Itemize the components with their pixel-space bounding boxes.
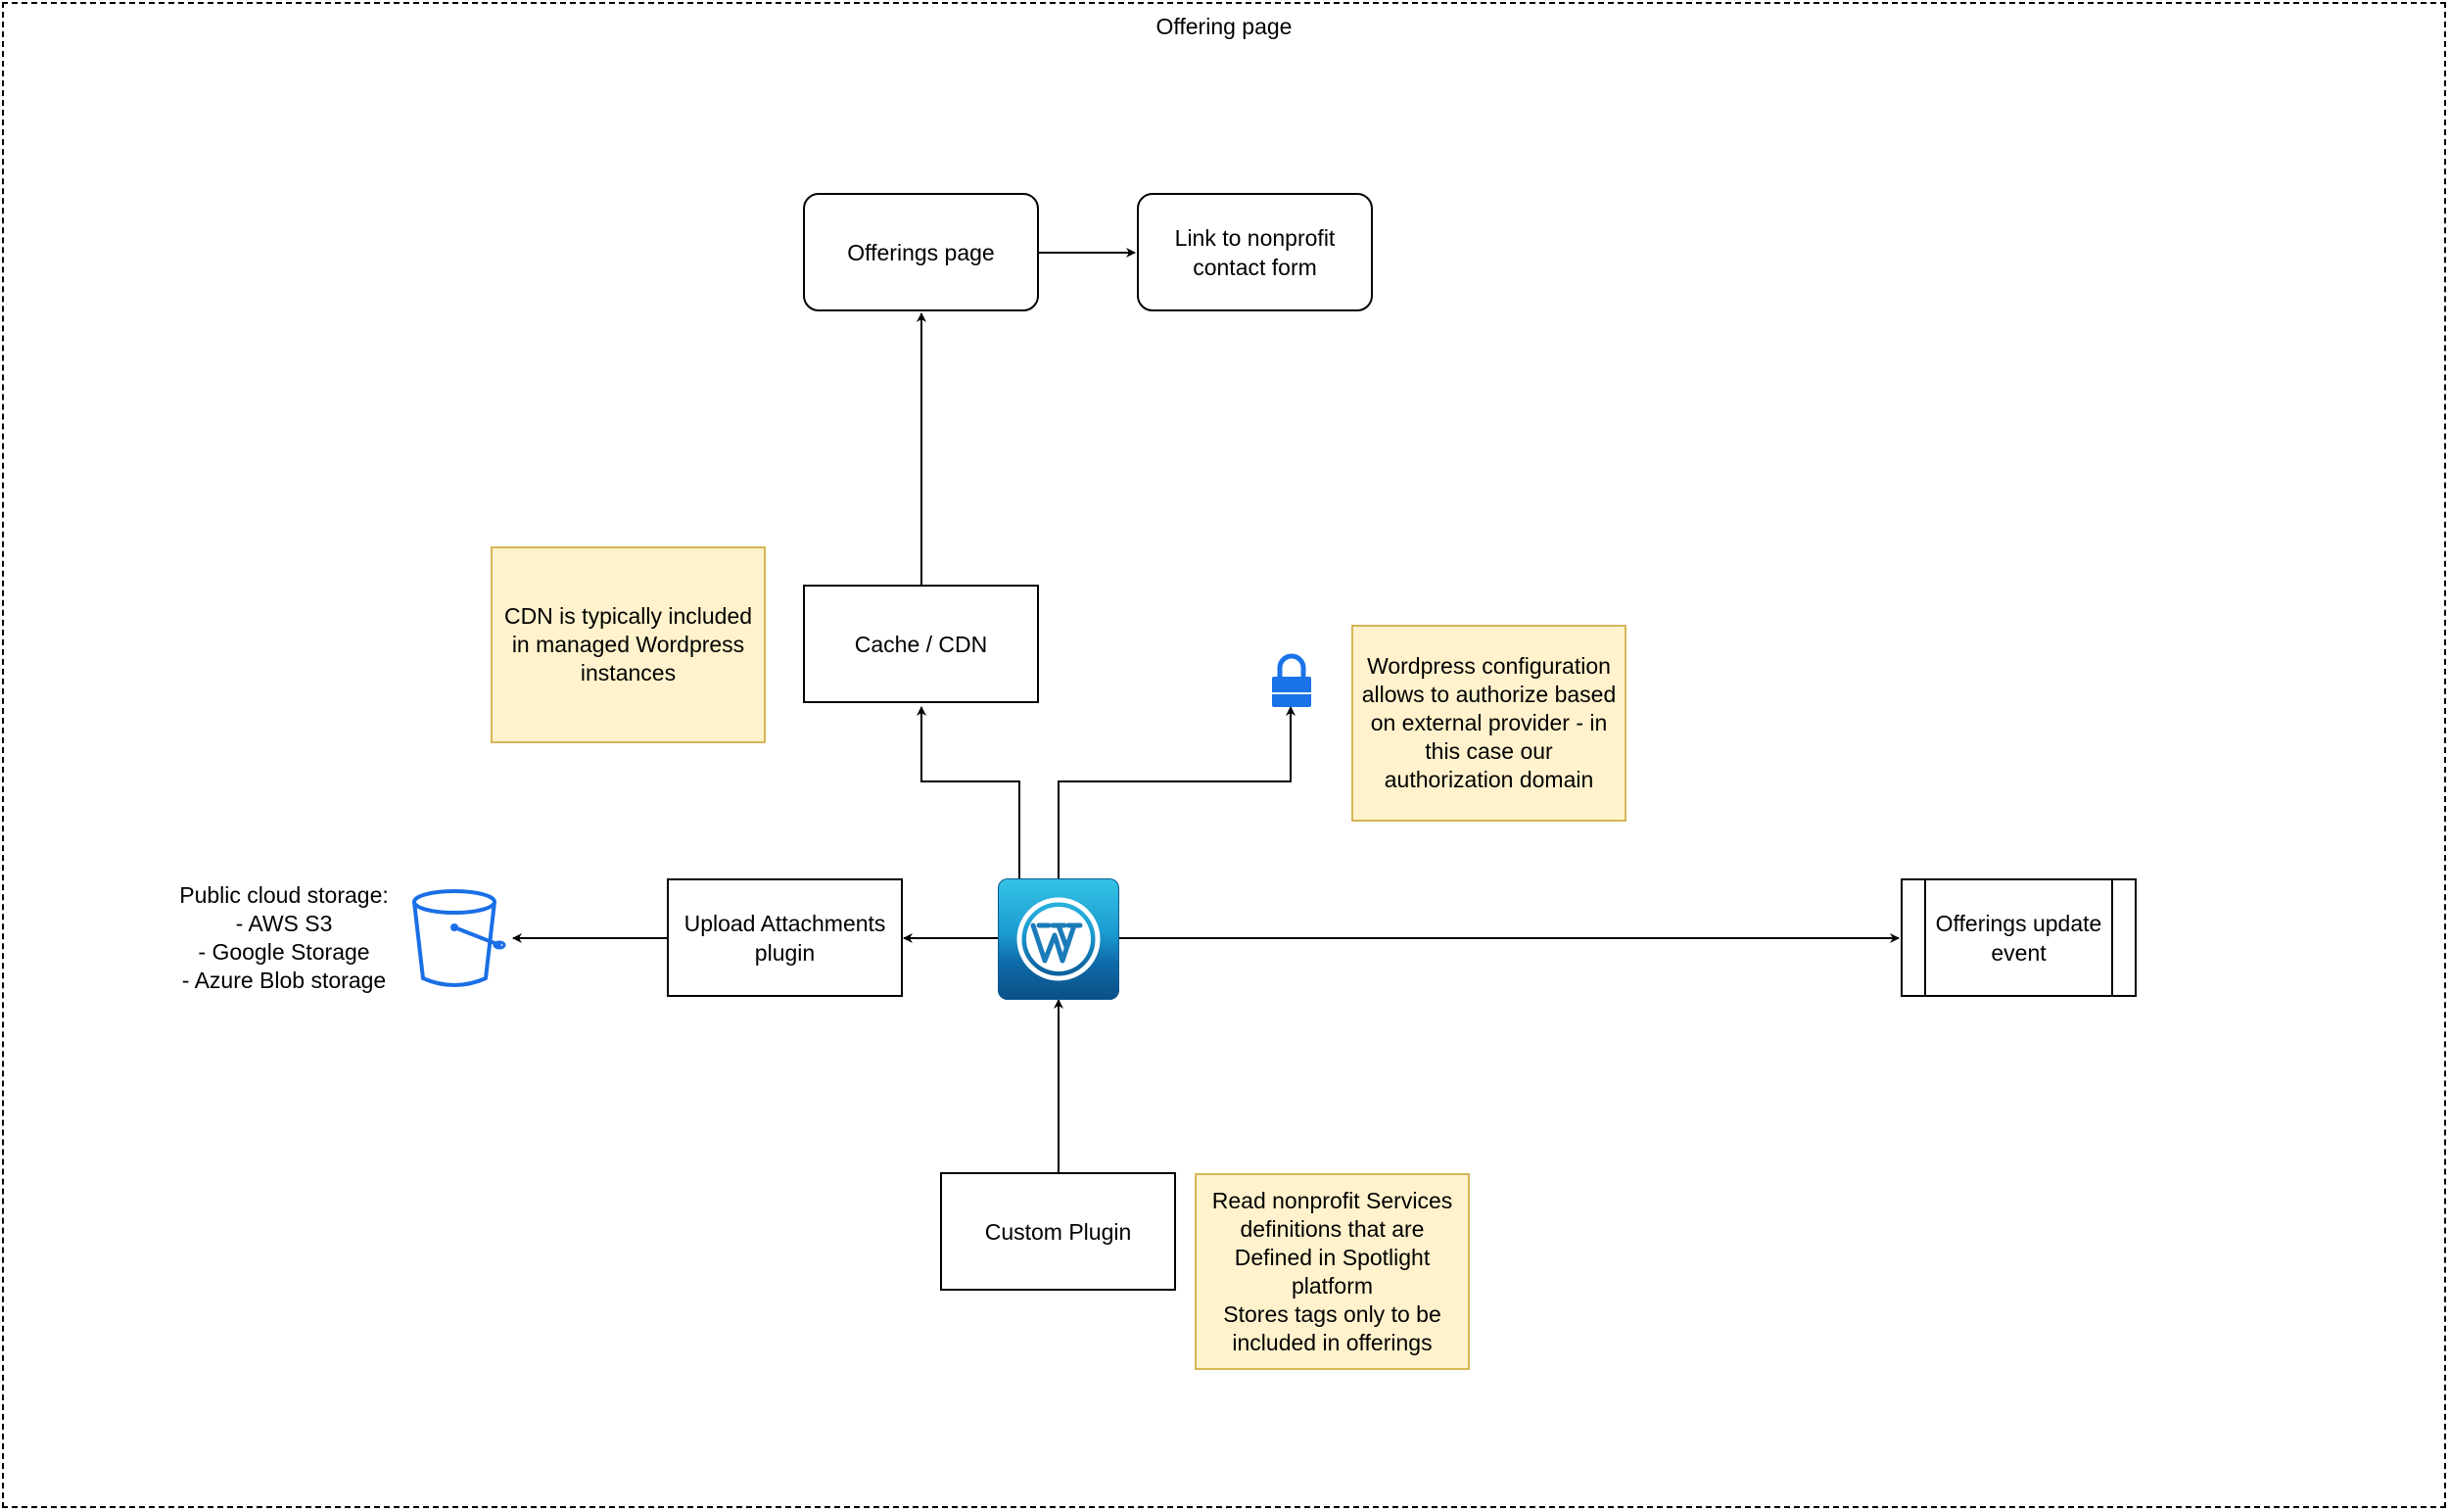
services-note: Read nonprofit Services definitions that… xyxy=(1195,1173,1470,1370)
edge-wordpress-to-lock xyxy=(1058,706,1296,878)
custom-plugin-node[interactable]: Custom Plugin xyxy=(940,1172,1176,1291)
offerings-page-node[interactable]: Offerings page xyxy=(803,193,1039,311)
lock-icon xyxy=(1272,653,1311,707)
offerings-update-event-node[interactable]: Offerings update event xyxy=(1901,878,2137,997)
event-label: Offerings update event xyxy=(1935,910,2102,966)
cdn-note: CDN is typically included in managed Wor… xyxy=(491,546,766,743)
wordpress-icon[interactable] xyxy=(998,878,1119,1000)
cache-cdn-node[interactable]: Cache / CDN xyxy=(803,585,1039,703)
auth-note: Wordpress configuration allows to author… xyxy=(1351,625,1626,822)
event-left-bar xyxy=(1924,880,1926,995)
event-right-bar xyxy=(2111,880,2113,995)
upload-attachments-node[interactable]: Upload Attachments plugin xyxy=(667,878,903,997)
frame-title: Offering page xyxy=(1155,14,1293,39)
contact-link-node[interactable]: Link to nonprofit contact form xyxy=(1137,193,1373,311)
edge-wordpress-to-cache xyxy=(917,706,1020,878)
storage-bucket-icon xyxy=(412,889,506,987)
storage-label: Public cloud storage: - AWS S3 - Google … xyxy=(179,882,389,993)
wordpress-logo xyxy=(1016,897,1101,981)
